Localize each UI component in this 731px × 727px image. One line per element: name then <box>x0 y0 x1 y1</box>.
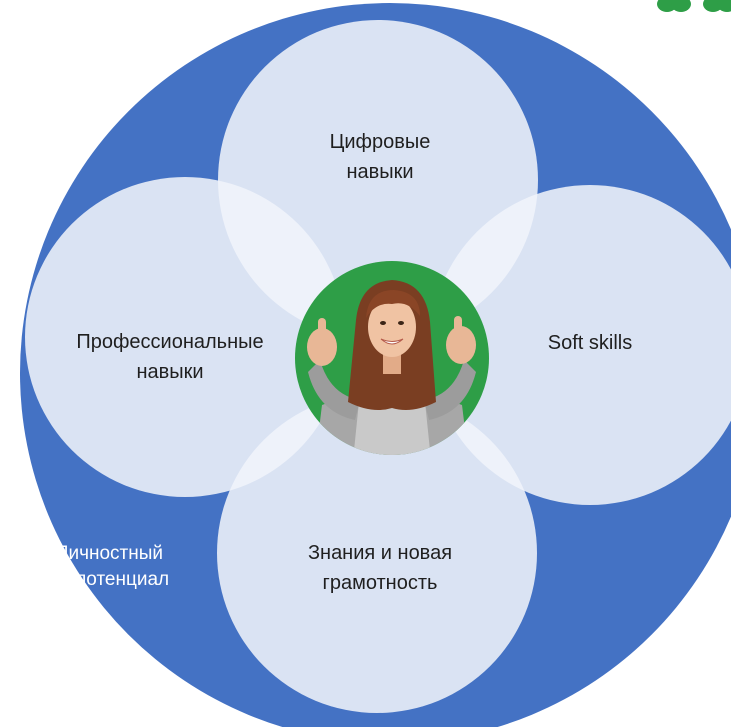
circle-label-professional-skills: Профессиональные навыки <box>76 331 264 383</box>
logo-icon <box>657 0 731 12</box>
circle-label-digital-skills: Цифровые навыки <box>329 131 431 183</box>
outer-label-personal-potential: Личностный потенциал <box>56 515 226 619</box>
overlap-top-left <box>218 177 345 340</box>
outer-label-line-2: потенциал <box>76 569 170 590</box>
overlap-top-right <box>430 185 538 340</box>
circle-bottom-knowledge <box>217 393 537 713</box>
center-photo-woman-thumbs-up <box>307 280 476 455</box>
circle-label-knowledge-literacy: Знания и новая грамотность <box>307 542 453 594</box>
circle-label-soft-skills: Soft skills <box>547 332 633 354</box>
outer-label-line-1: Личностный <box>56 543 164 564</box>
